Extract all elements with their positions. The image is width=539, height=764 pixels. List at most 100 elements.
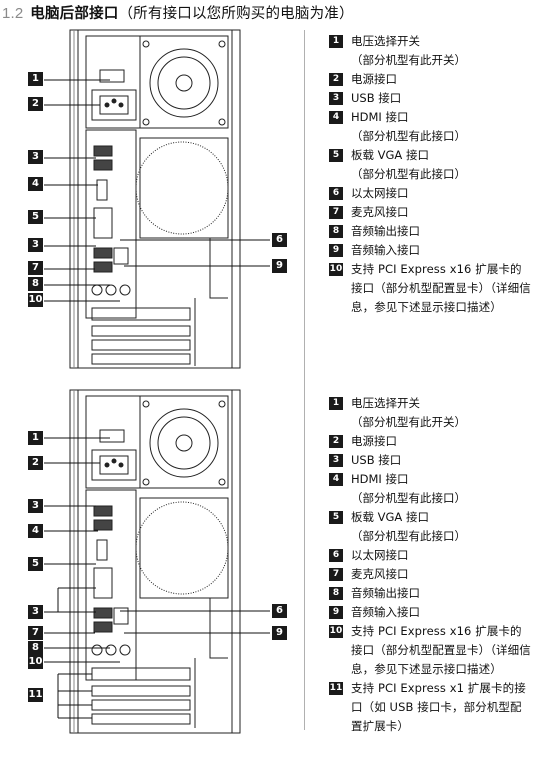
legend-number: 6 xyxy=(329,549,343,562)
legend-number: 8 xyxy=(329,587,343,600)
legend-item: 8 音频输出接口 xyxy=(327,222,532,241)
legend-item: 6 以太网接口 xyxy=(327,546,532,565)
legend-item: 4 HDMI 接口 （部分机型有此接口） xyxy=(327,470,532,508)
legend-item: 10 支持 PCI Express x16 扩展卡的接口（部分机型配置显卡）（详细… xyxy=(327,260,532,317)
legend-label: 板载 VGA 接口 xyxy=(351,510,429,524)
callout-4: 4 xyxy=(28,524,43,538)
callout-10: 10 xyxy=(28,655,43,669)
legend-number: 9 xyxy=(329,606,343,619)
legend-label: 以太网接口 xyxy=(351,186,409,200)
legend-item: 9 音频输入接口 xyxy=(327,603,532,622)
legend-number: 9 xyxy=(329,244,343,257)
legend-label: 支持 PCI Express x16 扩展卡的接口（部分机型配置显卡）（详细信息… xyxy=(351,262,531,314)
computer-rear-illustration xyxy=(44,29,270,369)
legend-number: 6 xyxy=(329,187,343,200)
legend-sublabel: （部分机型有此接口） xyxy=(351,529,466,543)
callout-7: 7 xyxy=(28,626,43,640)
callout-7: 7 xyxy=(28,261,43,275)
callout-5: 5 xyxy=(28,210,43,224)
legend-item: 5 板载 VGA 接口 （部分机型有此接口） xyxy=(327,508,532,546)
legend-item: 7 麦克风接口 xyxy=(327,203,532,222)
legend-label: 麦克风接口 xyxy=(351,205,409,219)
legend-item: 7 麦克风接口 xyxy=(327,565,532,584)
legend-number: 10 xyxy=(329,263,343,276)
legend-label: 电源接口 xyxy=(351,434,397,448)
legend-label: 音频输出接口 xyxy=(351,586,420,600)
legend-number: 2 xyxy=(329,435,343,448)
legend-item: 5 板载 VGA 接口 （部分机型有此接口） xyxy=(327,146,532,184)
legend-number: 7 xyxy=(329,206,343,219)
callout-3: 3 xyxy=(28,150,43,164)
legend-item: 2 电源接口 xyxy=(327,432,532,451)
legend-sublabel: （部分机型有此接口） xyxy=(351,129,466,143)
section-note: （所有接口以您所购买的电脑为准） xyxy=(118,6,354,22)
legend-number: 3 xyxy=(329,92,343,105)
legend-label: 支持 PCI Express x16 扩展卡的接口（部分机型配置显卡）（详细信息… xyxy=(351,624,531,676)
rear-panel-diagram-top: 1 2 3 4 5 3 7 8 10 6 9 xyxy=(0,28,300,373)
divider-line xyxy=(304,30,305,730)
legend-number: 5 xyxy=(329,149,343,162)
legend-label: 音频输入接口 xyxy=(351,605,420,619)
section-title: 电脑后部接口 xyxy=(30,6,119,22)
callout-1: 1 xyxy=(28,72,43,86)
legend-item: 3 USB 接口 xyxy=(327,451,532,470)
legend-number: 3 xyxy=(329,454,343,467)
legend-number: 1 xyxy=(329,397,343,410)
legend-item: 11 支持 PCI Express x1 扩展卡的接口（如 USB 接口卡，部分机… xyxy=(327,679,532,736)
callout-2: 2 xyxy=(28,456,43,470)
callout-6: 6 xyxy=(272,604,287,618)
legend-item: 9 音频输入接口 xyxy=(327,241,532,260)
callout-5: 5 xyxy=(28,557,43,571)
legend-item: 6 以太网接口 xyxy=(327,184,532,203)
callout-9: 9 xyxy=(272,626,287,640)
legend-number: 5 xyxy=(329,511,343,524)
callout-8: 8 xyxy=(28,277,43,291)
legend-label: 电源接口 xyxy=(351,72,397,86)
legend-label: 支持 PCI Express x1 扩展卡的接口（如 USB 接口卡，部分机型配… xyxy=(351,681,526,733)
legend-item: 1 电压选择开关 （部分机型有此开关） xyxy=(327,394,532,432)
legend-number: 8 xyxy=(329,225,343,238)
legend-number: 4 xyxy=(329,111,343,124)
legend-top: 1 电压选择开关 （部分机型有此开关） 2 电源接口 3 USB 接口 4 HDMI 接口 （部分… xyxy=(327,32,532,317)
legend-number: 1 xyxy=(329,35,343,48)
callout-3b: 3 xyxy=(28,238,43,252)
callout-8: 8 xyxy=(28,641,43,655)
callout-11: 11 xyxy=(28,688,43,702)
legend-label: 以太网接口 xyxy=(351,548,409,562)
legend-sublabel: （部分机型有此开关） xyxy=(351,53,466,67)
legend-label: 音频输出接口 xyxy=(351,224,420,238)
legend-number: 7 xyxy=(329,568,343,581)
legend-label: 板载 VGA 接口 xyxy=(351,148,429,162)
legend-item: 1 电压选择开关 （部分机型有此开关） xyxy=(327,32,532,70)
legend-label: USB 接口 xyxy=(351,453,402,467)
legend-number: 10 xyxy=(329,625,343,638)
legend-label: USB 接口 xyxy=(351,91,402,105)
callout-4: 4 xyxy=(28,177,43,191)
callout-6: 6 xyxy=(272,233,287,247)
legend-sublabel: （部分机型有此接口） xyxy=(351,491,466,505)
legend-label: 音频输入接口 xyxy=(351,243,420,257)
legend-label: HDMI 接口 xyxy=(351,110,409,124)
legend-label: 电压选择开关 xyxy=(351,34,420,48)
legend-sublabel: （部分机型有此开关） xyxy=(351,415,466,429)
legend-item: 8 音频输出接口 xyxy=(327,584,532,603)
legend-sublabel: （部分机型有此接口） xyxy=(351,167,466,181)
callout-2: 2 xyxy=(28,97,43,111)
legend-item: 2 电源接口 xyxy=(327,70,532,89)
section-heading: 1.2 电脑后部接口（所有接口以您所购买的电脑为准） xyxy=(2,2,354,23)
callout-3: 3 xyxy=(28,499,43,513)
computer-rear-illustration-2 xyxy=(44,389,270,734)
legend-number: 2 xyxy=(329,73,343,86)
legend-item: 4 HDMI 接口 （部分机型有此接口） xyxy=(327,108,532,146)
legend-item: 3 USB 接口 xyxy=(327,89,532,108)
legend-bottom: 1 电压选择开关 （部分机型有此开关） 2 电源接口 3 USB 接口 4 HDMI 接口 （部分… xyxy=(327,394,532,736)
callout-10: 10 xyxy=(28,293,43,307)
section-number: 1.2 xyxy=(2,5,24,22)
legend-label: HDMI 接口 xyxy=(351,472,409,486)
legend-label: 电压选择开关 xyxy=(351,396,420,410)
legend-number: 4 xyxy=(329,473,343,486)
callout-3b: 3 xyxy=(28,605,43,619)
legend-label: 麦克风接口 xyxy=(351,567,409,581)
legend-number: 11 xyxy=(329,682,343,695)
callout-9: 9 xyxy=(272,259,287,273)
